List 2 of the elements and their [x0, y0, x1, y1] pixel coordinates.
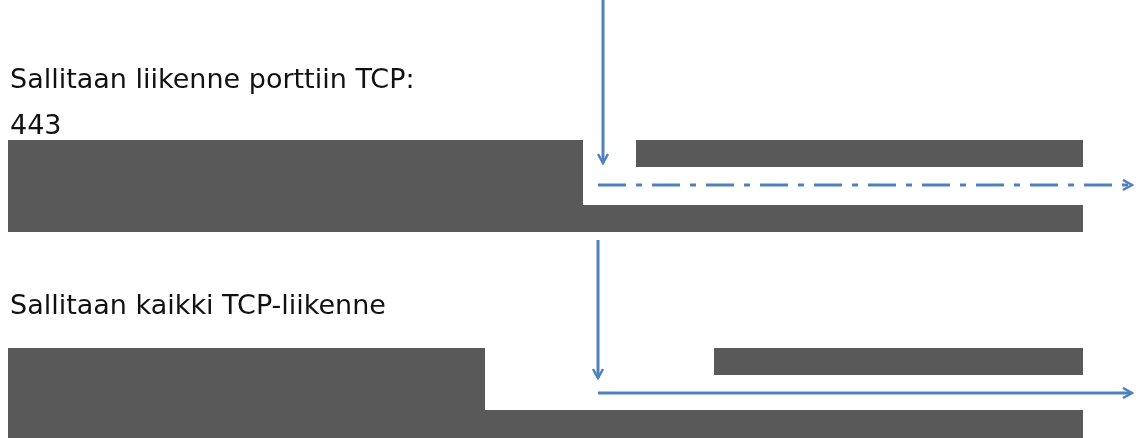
rule-text: Sallitaan liikenne porttiin TCP: 443	[10, 62, 416, 142]
rule-text: Sallitaan kaikki TCP-liikenne	[10, 288, 386, 322]
